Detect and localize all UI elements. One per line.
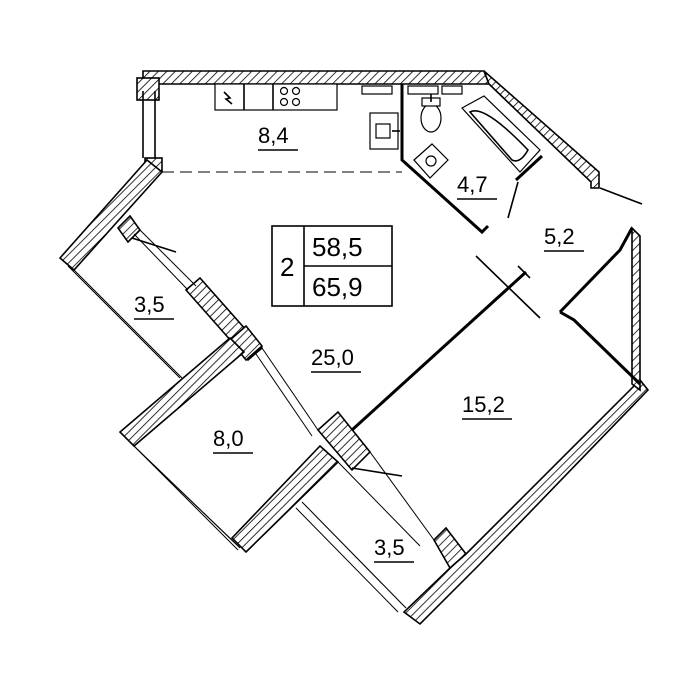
room-area-loggia-left: 3,5 — [134, 292, 165, 317]
wall-diagonal-top-right — [483, 70, 600, 189]
walls — [58, 70, 650, 626]
radiator — [361, 85, 393, 95]
area-summary: 2 58,5 65,9 — [271, 225, 393, 307]
living-area: 58,5 — [312, 232, 363, 262]
partitions — [131, 84, 643, 477]
door-swing-loggia-bottom — [351, 467, 403, 477]
stove-icon — [279, 86, 289, 96]
hall-wall — [558, 227, 634, 314]
room-area-loggia-bottom: 3,5 — [374, 535, 405, 560]
wall-diagonal-left — [58, 158, 164, 272]
loggia-left-glass — [73, 269, 183, 379]
door-swing-bedroom — [475, 255, 541, 319]
bath-right-wall — [514, 154, 544, 182]
wall-room-right — [230, 444, 340, 554]
rooms-count: 2 — [280, 252, 294, 282]
bedroom-wall — [350, 270, 528, 432]
room-labels: 8,4 4,7 5,2 25,0 15,2 3,5 8,0 3,5 — [134, 123, 584, 563]
room-area-small-room: 8,0 — [213, 426, 244, 451]
electric-icon — [223, 91, 233, 105]
door-swing-bath — [507, 181, 519, 219]
wall-bedroom-right — [631, 226, 641, 392]
door-swing-loggia — [131, 237, 177, 253]
wall-bedroom-bottom — [402, 378, 650, 626]
wall-column-left — [116, 214, 142, 244]
total-area: 65,9 — [312, 272, 363, 302]
room-area-hall: 5,2 — [544, 224, 575, 249]
toilet-icon — [420, 103, 442, 133]
fixtures — [214, 83, 541, 179]
bathtub-icon — [461, 95, 541, 173]
glazing — [67, 229, 435, 613]
room-area-bedroom: 15,2 — [462, 392, 505, 417]
room-area-bath: 4,7 — [457, 172, 488, 197]
kitchen-counter — [214, 83, 338, 111]
room-area-kitchen: 8,4 — [258, 123, 289, 148]
door-swing-entry — [599, 187, 643, 205]
room-area-living: 25,0 — [311, 345, 354, 370]
bath-wall — [400, 84, 490, 235]
loggia-bottom-glass — [301, 501, 407, 609]
